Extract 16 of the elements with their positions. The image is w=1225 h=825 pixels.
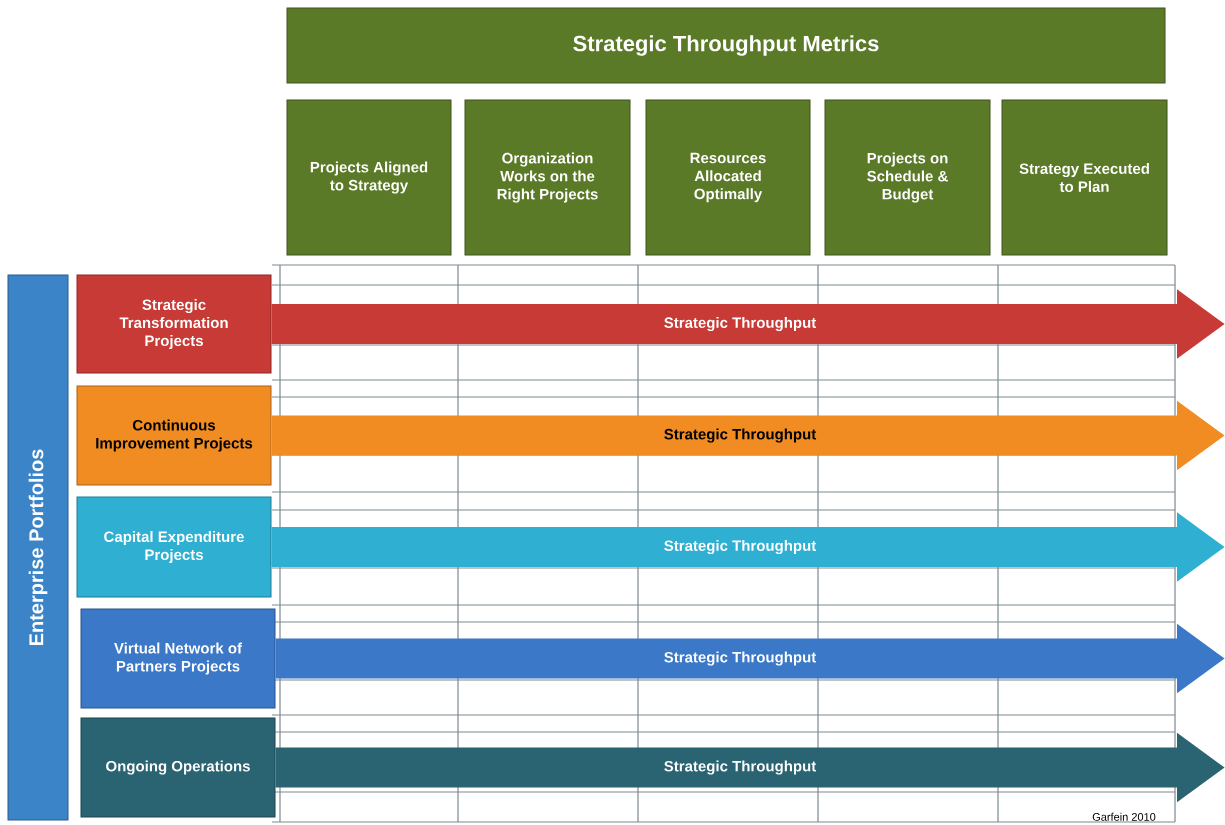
metric-box: Strategy Executed to Plan [1001, 99, 1168, 256]
portfolio-box: Ongoing Operations [80, 717, 276, 818]
metric-box: Projects on Schedule & Budget [824, 99, 991, 256]
edge-label: Strategic Throughput [662, 427, 818, 444]
metric-box: Organization Works on the Right Projects [464, 99, 631, 256]
vertical-band: Enterprise Portfolios [7, 274, 69, 821]
edge-label: Strategic Throughput [662, 650, 818, 667]
metric-box: Resources Allocated Optimally [645, 99, 811, 256]
edge-label: Strategic Throughput [662, 759, 818, 776]
credit-text: Garfein 2010 [1092, 812, 1156, 821]
portfolio-box: Virtual Network of Partners Projects [80, 608, 276, 709]
metric-box: Projects Aligned to Strategy [286, 99, 452, 256]
header-box: Strategic Throughput Metrics [286, 7, 1166, 84]
portfolio-box: Strategic Transformation Projects [76, 274, 272, 374]
portfolio-box: Capital Expenditure Projects [76, 496, 272, 598]
portfolio-box: Continuous Improvement Projects [76, 385, 272, 486]
